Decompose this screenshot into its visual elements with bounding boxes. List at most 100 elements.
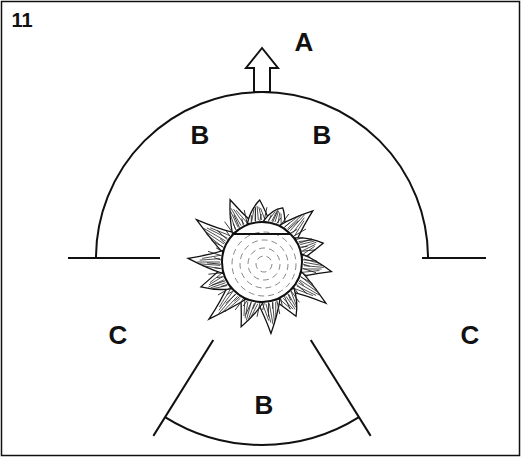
bark-texture: [243, 300, 247, 306]
bark-texture: [303, 264, 310, 266]
bark-texture: [284, 223, 289, 228]
bark-texture: [212, 281, 225, 285]
bark-texture: [291, 291, 299, 302]
zone-letter: B: [313, 122, 332, 148]
root-texture: [225, 298, 240, 312]
bark-texture: [281, 214, 289, 225]
bark-texture: [218, 288, 230, 295]
root-texture: [197, 262, 220, 263]
rear-arc: [153, 340, 370, 445]
bark-texture: [257, 303, 260, 317]
bark-texture: [263, 303, 265, 310]
bark-texture: [227, 291, 233, 295]
root-texture: [252, 209, 254, 222]
root-texture: [301, 277, 316, 289]
bark-texture: [268, 215, 271, 222]
growth-ring: [248, 248, 280, 280]
bark-texture: [302, 273, 308, 277]
zone-letter: C: [461, 322, 480, 348]
bark-texture: [235, 299, 243, 310]
bark-texture: [225, 222, 233, 233]
bark-texture: [268, 302, 269, 316]
right-boundary: [422, 257, 486, 259]
root-texture: [255, 207, 257, 220]
bark-texture: [288, 221, 298, 230]
bark-texture: [216, 248, 222, 252]
bark-texture: [300, 277, 312, 284]
bark-texture: [208, 273, 222, 275]
bark-texture: [303, 268, 316, 272]
bark-texture: [242, 218, 243, 225]
bark-texture: [214, 258, 221, 260]
bark-texture: [244, 210, 247, 224]
root-texture: [275, 302, 276, 320]
bark-texture: [226, 294, 236, 303]
root-texture: [243, 300, 245, 316]
bark-texture: [272, 302, 273, 309]
bark-texture: [277, 300, 280, 314]
bark-texture: [255, 207, 256, 221]
root-texture: [295, 289, 313, 296]
bark-texture: [220, 239, 225, 244]
zone-letter: B: [255, 392, 274, 418]
bark-texture: [298, 239, 311, 243]
bark-texture: [217, 276, 224, 278]
bark-texture: [253, 303, 256, 310]
back-arc: [165, 417, 359, 445]
root: [188, 251, 223, 274]
sector-line: [311, 340, 371, 436]
bark-texture: [302, 250, 316, 252]
bark-texture: [296, 284, 307, 293]
zone-letter: C: [109, 322, 128, 348]
bark-texture: [300, 246, 307, 248]
root-texture: [210, 273, 222, 282]
root-texture: [200, 259, 221, 260]
root-texture: [281, 214, 282, 225]
fall-direction-arrow: [246, 48, 278, 92]
bark-texture: [234, 296, 239, 301]
root-texture: [219, 292, 233, 310]
zone-letter: B: [191, 122, 210, 148]
root-texture: [304, 266, 324, 268]
root: [300, 254, 331, 277]
zone-arcs: [68, 92, 486, 258]
stump-section: [222, 222, 302, 302]
growth-ring: [232, 232, 296, 296]
bark-texture: [264, 207, 267, 221]
root-texture: [202, 266, 220, 269]
direction-letter: A: [295, 29, 314, 55]
bark-texture: [208, 251, 221, 255]
bark-texture: [233, 224, 236, 231]
bark-texture: [288, 294, 291, 301]
root-texture: [257, 206, 258, 220]
bark-texture: [284, 296, 290, 309]
bark-texture: [281, 298, 282, 305]
bark-texture: [251, 215, 252, 222]
bark-texture: [294, 229, 306, 236]
bark-texture: [246, 302, 252, 315]
root-texture: [207, 234, 223, 247]
bark-texture: [294, 288, 298, 294]
bark-texture: [277, 218, 281, 224]
left-boundary: [68, 257, 160, 259]
bark-texture: [221, 284, 228, 286]
bark-texture: [273, 209, 279, 222]
bark-texture: [291, 229, 297, 233]
bark-texture: [299, 281, 304, 286]
front-arc: [96, 92, 428, 258]
root-texture: [219, 289, 230, 307]
sector-line: [153, 340, 213, 436]
felling-notch: [233, 233, 290, 235]
bark-texture: [260, 214, 262, 221]
bark-texture: [303, 260, 317, 261]
root-texture: [202, 255, 220, 258]
bark-texture: [302, 255, 309, 257]
bark-texture: [234, 215, 240, 228]
growth-ring: [256, 256, 272, 272]
bark-texture: [226, 230, 230, 236]
bark-texture: [211, 240, 223, 247]
bark-texture: [207, 263, 221, 264]
